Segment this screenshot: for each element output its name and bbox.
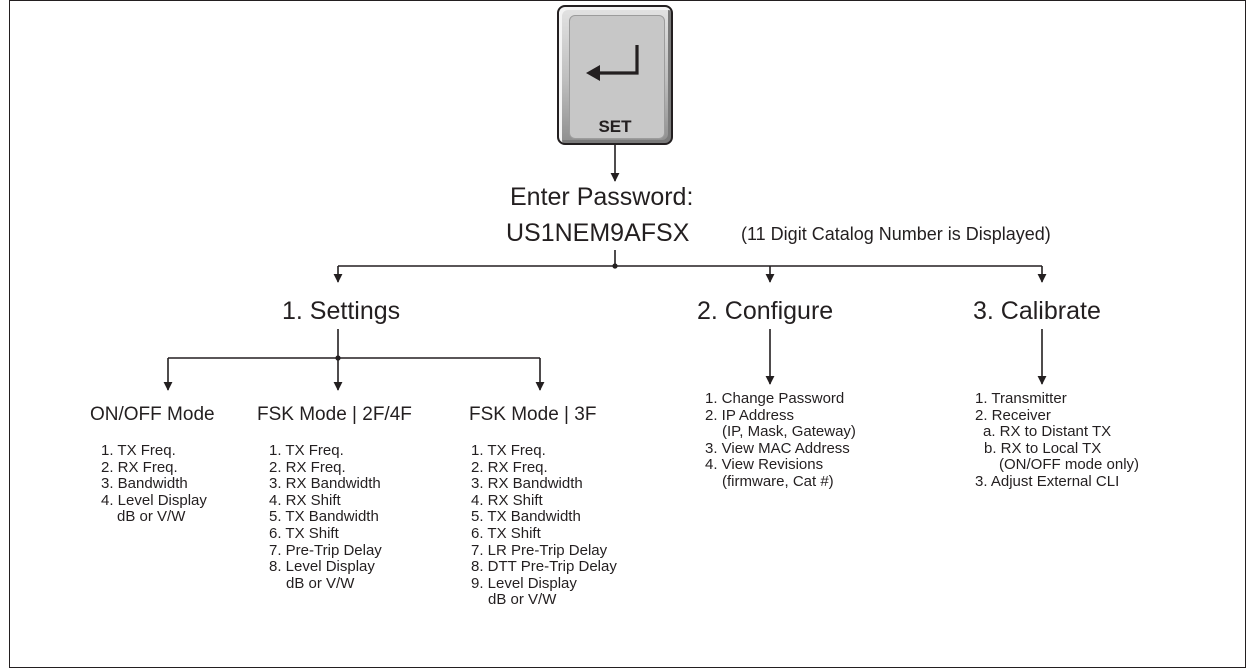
list-item: dB or V/W xyxy=(286,574,355,592)
list-item: 5. TX Bandwidth xyxy=(269,508,379,526)
list-item: 1. TX Freq. xyxy=(471,442,546,459)
list-item: 6. TX Shift xyxy=(471,524,541,542)
list-item: 2. IP Address xyxy=(705,406,794,424)
list-item: (firmware, Cat #) xyxy=(722,472,834,490)
diagram-frame xyxy=(9,0,1246,668)
list-item: 5. TX Bandwidth xyxy=(471,508,581,526)
configure-heading: 2. Configure xyxy=(697,297,834,325)
list-item: 4. View Revisions xyxy=(705,456,824,474)
list-item: 2. RX Freq. xyxy=(101,458,178,476)
list-item: 3. Bandwidth xyxy=(101,475,188,493)
enter-arrow-icon xyxy=(586,45,639,81)
junction-dot xyxy=(335,355,341,361)
onoff-mode-title: ON/OFF Mode xyxy=(90,404,215,425)
list-item: 4. RX Shift xyxy=(269,491,341,509)
list-item: 3. RX Bandwidth xyxy=(471,475,583,493)
calibrate-heading: 3. Calibrate xyxy=(973,297,1101,325)
list-item: dB or V/W xyxy=(488,591,557,609)
set-key-label: SET xyxy=(598,117,632,136)
list-item: 3. RX Bandwidth xyxy=(269,475,381,493)
list-item: 3. Adjust External CLI xyxy=(975,472,1120,490)
catalog-number: US1NEM9AFSX xyxy=(506,219,690,247)
list-item: 8. DTT Pre-Trip Delay xyxy=(471,558,617,576)
fsk-3f-mode-title: FSK Mode | 3F xyxy=(469,404,597,425)
set-key[interactable]: SET xyxy=(557,5,673,145)
catalog-note: (11 Digit Catalog Number is Displayed) xyxy=(741,224,1051,244)
list-item: b. RX to Local TX xyxy=(984,439,1102,457)
list-item: 2. Receiver xyxy=(975,406,1051,424)
list-item: 4. Level Display xyxy=(101,491,207,509)
list-item: 2. RX Freq. xyxy=(471,458,548,476)
list-item: 3. View MAC Address xyxy=(705,439,850,457)
fsk-2f4f-mode-list: 1. TX Freq. 2. RX Freq. 3. RX Bandwidth … xyxy=(269,442,382,592)
list-item: dB or V/W xyxy=(117,508,186,526)
list-item: a. RX to Distant TX xyxy=(983,423,1112,441)
list-item: 2. RX Freq. xyxy=(269,458,346,476)
password-title: Enter Password: xyxy=(510,183,694,211)
junction-dot xyxy=(612,263,618,269)
fsk-3f-mode-list: 1. TX Freq. 2. RX Freq. 3. RX Bandwidth … xyxy=(471,442,617,609)
configure-list: 1. Change Password 2. IP Address (IP, Ma… xyxy=(705,390,856,491)
list-item: 4. RX Shift xyxy=(471,491,543,509)
list-item: 8. Level Display xyxy=(269,558,375,576)
list-item: (IP, Mask, Gateway) xyxy=(722,423,856,441)
list-item: 1. TX Freq. xyxy=(101,442,176,459)
settings-heading: 1. Settings xyxy=(282,297,401,325)
list-item: (ON/OFF mode only) xyxy=(999,456,1140,474)
list-item: 9. Level Display xyxy=(471,574,577,592)
list-item: 7. Pre-Trip Delay xyxy=(269,541,382,559)
list-item: 7. LR Pre-Trip Delay xyxy=(471,541,608,559)
list-item: 1. Transmitter xyxy=(975,390,1067,407)
list-item: 6. TX Shift xyxy=(269,524,339,542)
fsk-2f4f-mode-title: FSK Mode | 2F/4F xyxy=(257,404,412,425)
calibrate-list: 1. Transmitter 2. Receiver a. RX to Dist… xyxy=(975,390,1140,491)
onoff-mode-list: 1. TX Freq. 2. RX Freq. 3. Bandwidth 4. … xyxy=(101,442,207,526)
list-item: 1. Change Password xyxy=(705,390,845,407)
set-key-face xyxy=(569,15,665,139)
list-item: 1. TX Freq. xyxy=(269,442,344,459)
